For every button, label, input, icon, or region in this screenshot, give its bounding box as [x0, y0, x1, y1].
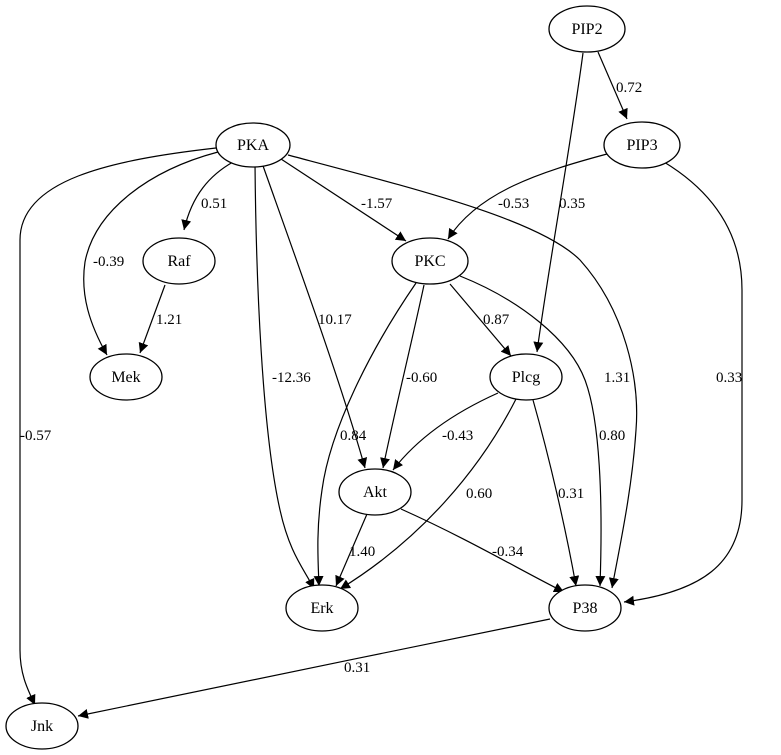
- edge-label-akt-erk: 1.40: [349, 544, 375, 560]
- edge-label-pkc-erk: 0.84: [340, 428, 367, 444]
- edge-plcg-erk: 0.60: [339, 398, 517, 590]
- node-pkc: PKC: [391, 237, 469, 285]
- edge-label-pkc-plcg: 0.87: [483, 312, 510, 328]
- edge-pka-erk: -12.36: [254, 162, 315, 590]
- node-label-erk: Erk: [310, 600, 333, 617]
- edge-pkc-erk: 0.84: [313, 282, 417, 587]
- node-pip3: PIP3: [603, 121, 681, 169]
- edge-label-pkc-p38: 0.80: [599, 428, 625, 444]
- edge-pkc-p38: 0.80: [459, 275, 625, 587]
- edge-label-pip3-p38: 0.33: [716, 370, 742, 386]
- edge-label-pka-pkc: -1.57: [361, 196, 393, 212]
- edge-pip3-pkc: -0.53: [447, 153, 608, 240]
- node-pip2: PIP2: [548, 5, 626, 53]
- edge-plcg-akt: -0.43: [392, 392, 499, 471]
- edge-pka-pkc: -1.57: [280, 158, 407, 242]
- edge-label-pka-raf: 0.51: [201, 196, 227, 212]
- edge-label-pip2-pip3: 0.72: [616, 80, 642, 96]
- node-jnk: Jnk: [5, 702, 79, 750]
- edge-pka-akt: 10.17: [261, 162, 368, 469]
- node-raf: Raf: [142, 237, 216, 285]
- node-erk: Erk: [285, 584, 359, 632]
- node-label-plcg: Plcg: [512, 369, 540, 386]
- node-plcg: Plcg: [489, 353, 563, 401]
- edge-pka-mek: -0.39: [83, 151, 219, 356]
- edge-label-pip3-pkc: -0.53: [498, 196, 529, 212]
- node-label-p38: P38: [573, 600, 598, 617]
- node-akt: Akt: [338, 468, 412, 516]
- edge-pka-raf: 0.51: [181, 161, 234, 231]
- edge-plcg-p38: 0.31: [532, 399, 584, 587]
- node-label-pip2: PIP2: [571, 21, 602, 38]
- edge-pkc-akt: -0.60: [380, 284, 437, 469]
- edge-pip3-p38: 0.33: [623, 161, 743, 606]
- edge-label-plcg-akt: -0.43: [442, 428, 473, 444]
- edge-label-pka-akt: 10.17: [318, 312, 352, 328]
- edge-label-pka-p38: 1.31: [604, 370, 630, 386]
- edge-pkc-plcg: 0.87: [449, 283, 512, 357]
- edge-pip2-pip3: 0.72: [597, 51, 642, 120]
- edge-label-raf-mek: 1.21: [156, 312, 182, 328]
- node-label-raf: Raf: [167, 253, 191, 270]
- edge-label-pkc-akt: -0.60: [406, 370, 437, 386]
- edge-label-pka-erk: -12.36: [272, 370, 311, 386]
- edge-label-plcg-p38: 0.31: [558, 486, 584, 502]
- node-label-mek: Mek: [111, 369, 140, 386]
- node-pka: PKA: [215, 122, 291, 168]
- edge-label-plcg-erk: 0.60: [466, 486, 492, 502]
- edge-label-pip2-plcg: 0.35: [559, 196, 585, 212]
- edge-pka-p38: 1.31: [287, 154, 638, 589]
- edge-pip2-plcg: 0.35: [533, 52, 585, 353]
- node-label-pka: PKA: [237, 137, 269, 154]
- node-p38: P38: [548, 584, 622, 632]
- edge-label-pka-mek: -0.39: [93, 254, 124, 270]
- node-mek: Mek: [89, 353, 163, 401]
- edge-label-akt-p38: -0.34: [492, 544, 524, 560]
- edge-raf-mek: 1.21: [138, 284, 182, 354]
- node-label-pip3: PIP3: [626, 137, 657, 154]
- node-label-akt: Akt: [363, 484, 388, 501]
- node-label-pkc: PKC: [414, 253, 445, 270]
- edge-label-p38-jnk: 0.31: [344, 660, 370, 676]
- edge-pka-jnk: -0.57: [19, 147, 217, 706]
- edge-akt-erk: 1.40: [335, 513, 375, 587]
- edge-p38-jnk: 0.31: [77, 618, 551, 719]
- node-label-jnk: Jnk: [31, 718, 53, 735]
- edge-akt-p38: -0.34: [400, 508, 565, 593]
- edge-label-pka-jnk: -0.57: [20, 428, 52, 444]
